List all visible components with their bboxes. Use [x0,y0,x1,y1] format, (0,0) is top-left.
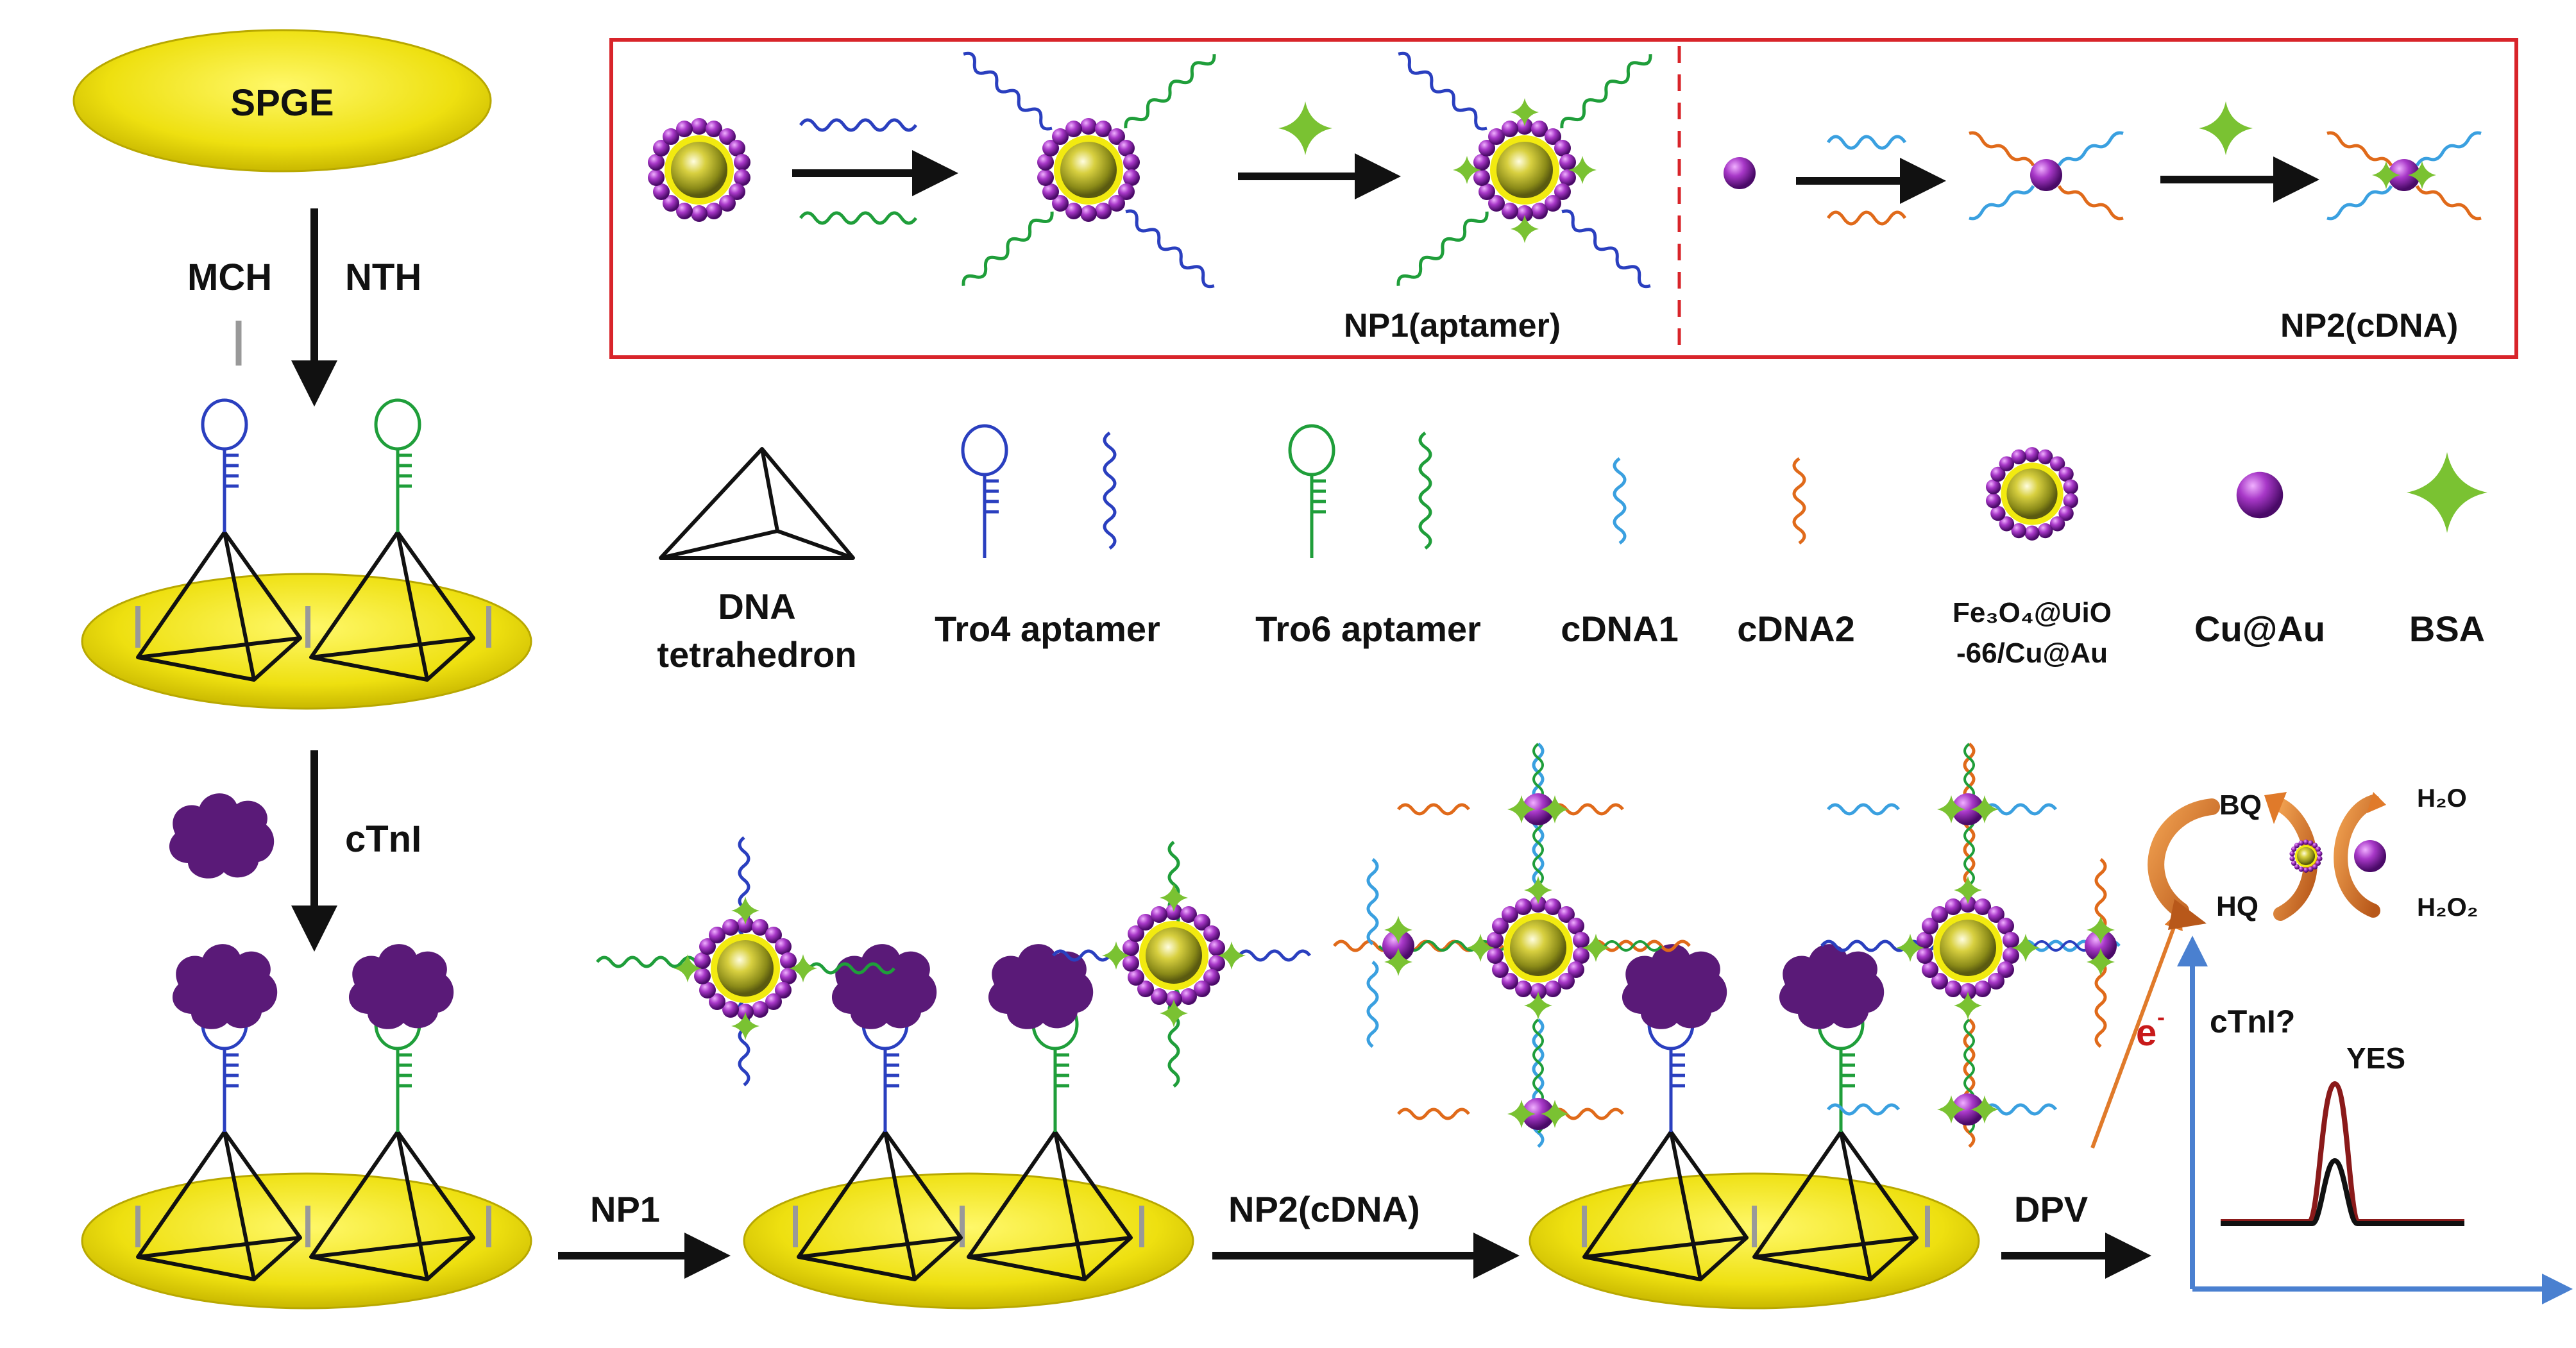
electrode-np1-bound [596,836,1311,1310]
spge-label: SPGE [230,82,334,124]
np1-aptamer-bsa [1395,50,1654,290]
cuau-bare [1724,157,1756,189]
cdna1-icon [1613,457,1627,545]
legend-bsa: BSA [2409,609,2485,649]
tro6-aptamer-on-electrode [376,400,419,532]
catalyst-np-icon [2289,839,2323,873]
cuau-icon [2236,471,2284,519]
dpv-curve-positive [2221,1081,2464,1224]
redox-cycle: BQ HQ H₂O H₂O₂ [2148,784,2479,930]
dpv-plot: cTnI? YES [2177,936,2573,1304]
electron-transfer-arrow [2090,909,2183,1149]
electrode-np2-bound [1333,743,2121,1310]
yes-label: YES [2346,1041,2405,1075]
np2-arrow-label: NP2(cDNA) [1228,1189,1420,1229]
dna-tetrahedron-icon [659,447,855,560]
ctni-question-label: cTnI? [2210,1004,2295,1040]
np-preparation-frame [609,38,2518,359]
h2o2-label: H₂O₂ [2417,893,2479,922]
catalyst-cuau-icon [2354,840,2386,872]
cuau-with-cdna [1969,131,2124,221]
tro4-hairpin-icon [963,426,1006,558]
legend-tro6: Tro6 aptamer [1255,609,1481,649]
legend-cuau: Cu@Au [2194,609,2325,649]
hq-label: HQ [2216,891,2258,922]
np1-arrow-label: NP1 [590,1189,660,1229]
np1-aptamer-label: NP1(aptamer) [1344,307,1561,344]
legend-dna-line2: tetrahedron [657,634,856,675]
bsa-star-icon [2407,452,2487,533]
np2-cdna-bsa [2326,131,2482,221]
np-bare [648,118,750,222]
tro4-strand-icon [1105,433,1115,548]
electrode-with-ctni [81,944,532,1310]
legend-cdna1: cDNA1 [1561,609,1679,649]
ctni-label: cTnI [345,818,421,860]
legend-dna-line1: DNA [718,586,795,627]
ctni-protein-icon [169,793,275,879]
tro6-hairpin-icon [1290,426,1334,558]
tro6-strand-icon [1420,433,1430,548]
legend-cdna2: cDNA2 [1737,609,1855,649]
h2o-label: H₂O [2417,784,2467,813]
fe3o4-uio-cuau-icon [1986,447,2078,541]
np2-cdna-label: NP2(cDNA) [2280,307,2458,344]
np-with-aptamers [960,50,1217,290]
dpv-label: DPV [2014,1189,2088,1229]
bq-label: BQ [2219,789,2262,821]
electron-label: e [2136,1012,2157,1054]
legend-tro4: Tro4 aptamer [935,609,1160,649]
tro4-aptamer-on-electrode [203,400,246,532]
legend-fe3o4-line2: -66/Cu@Au [1956,637,2108,669]
mch-label: MCH [187,257,272,298]
legend-fe3o4-line1: Fe₃O₄@UiO [1953,597,2112,628]
legend: DNA tetrahedron Tro4 aptamer Tro6 aptame… [657,426,2487,675]
electron-superscript: - [2157,1004,2165,1030]
electrode-with-tetrahedrons [81,400,532,710]
cdna2-icon [1792,457,1806,545]
nth-label: NTH [345,257,421,298]
dpv-curve-baseline [2221,1158,2464,1226]
spge-electrode: SPGE [72,29,492,173]
